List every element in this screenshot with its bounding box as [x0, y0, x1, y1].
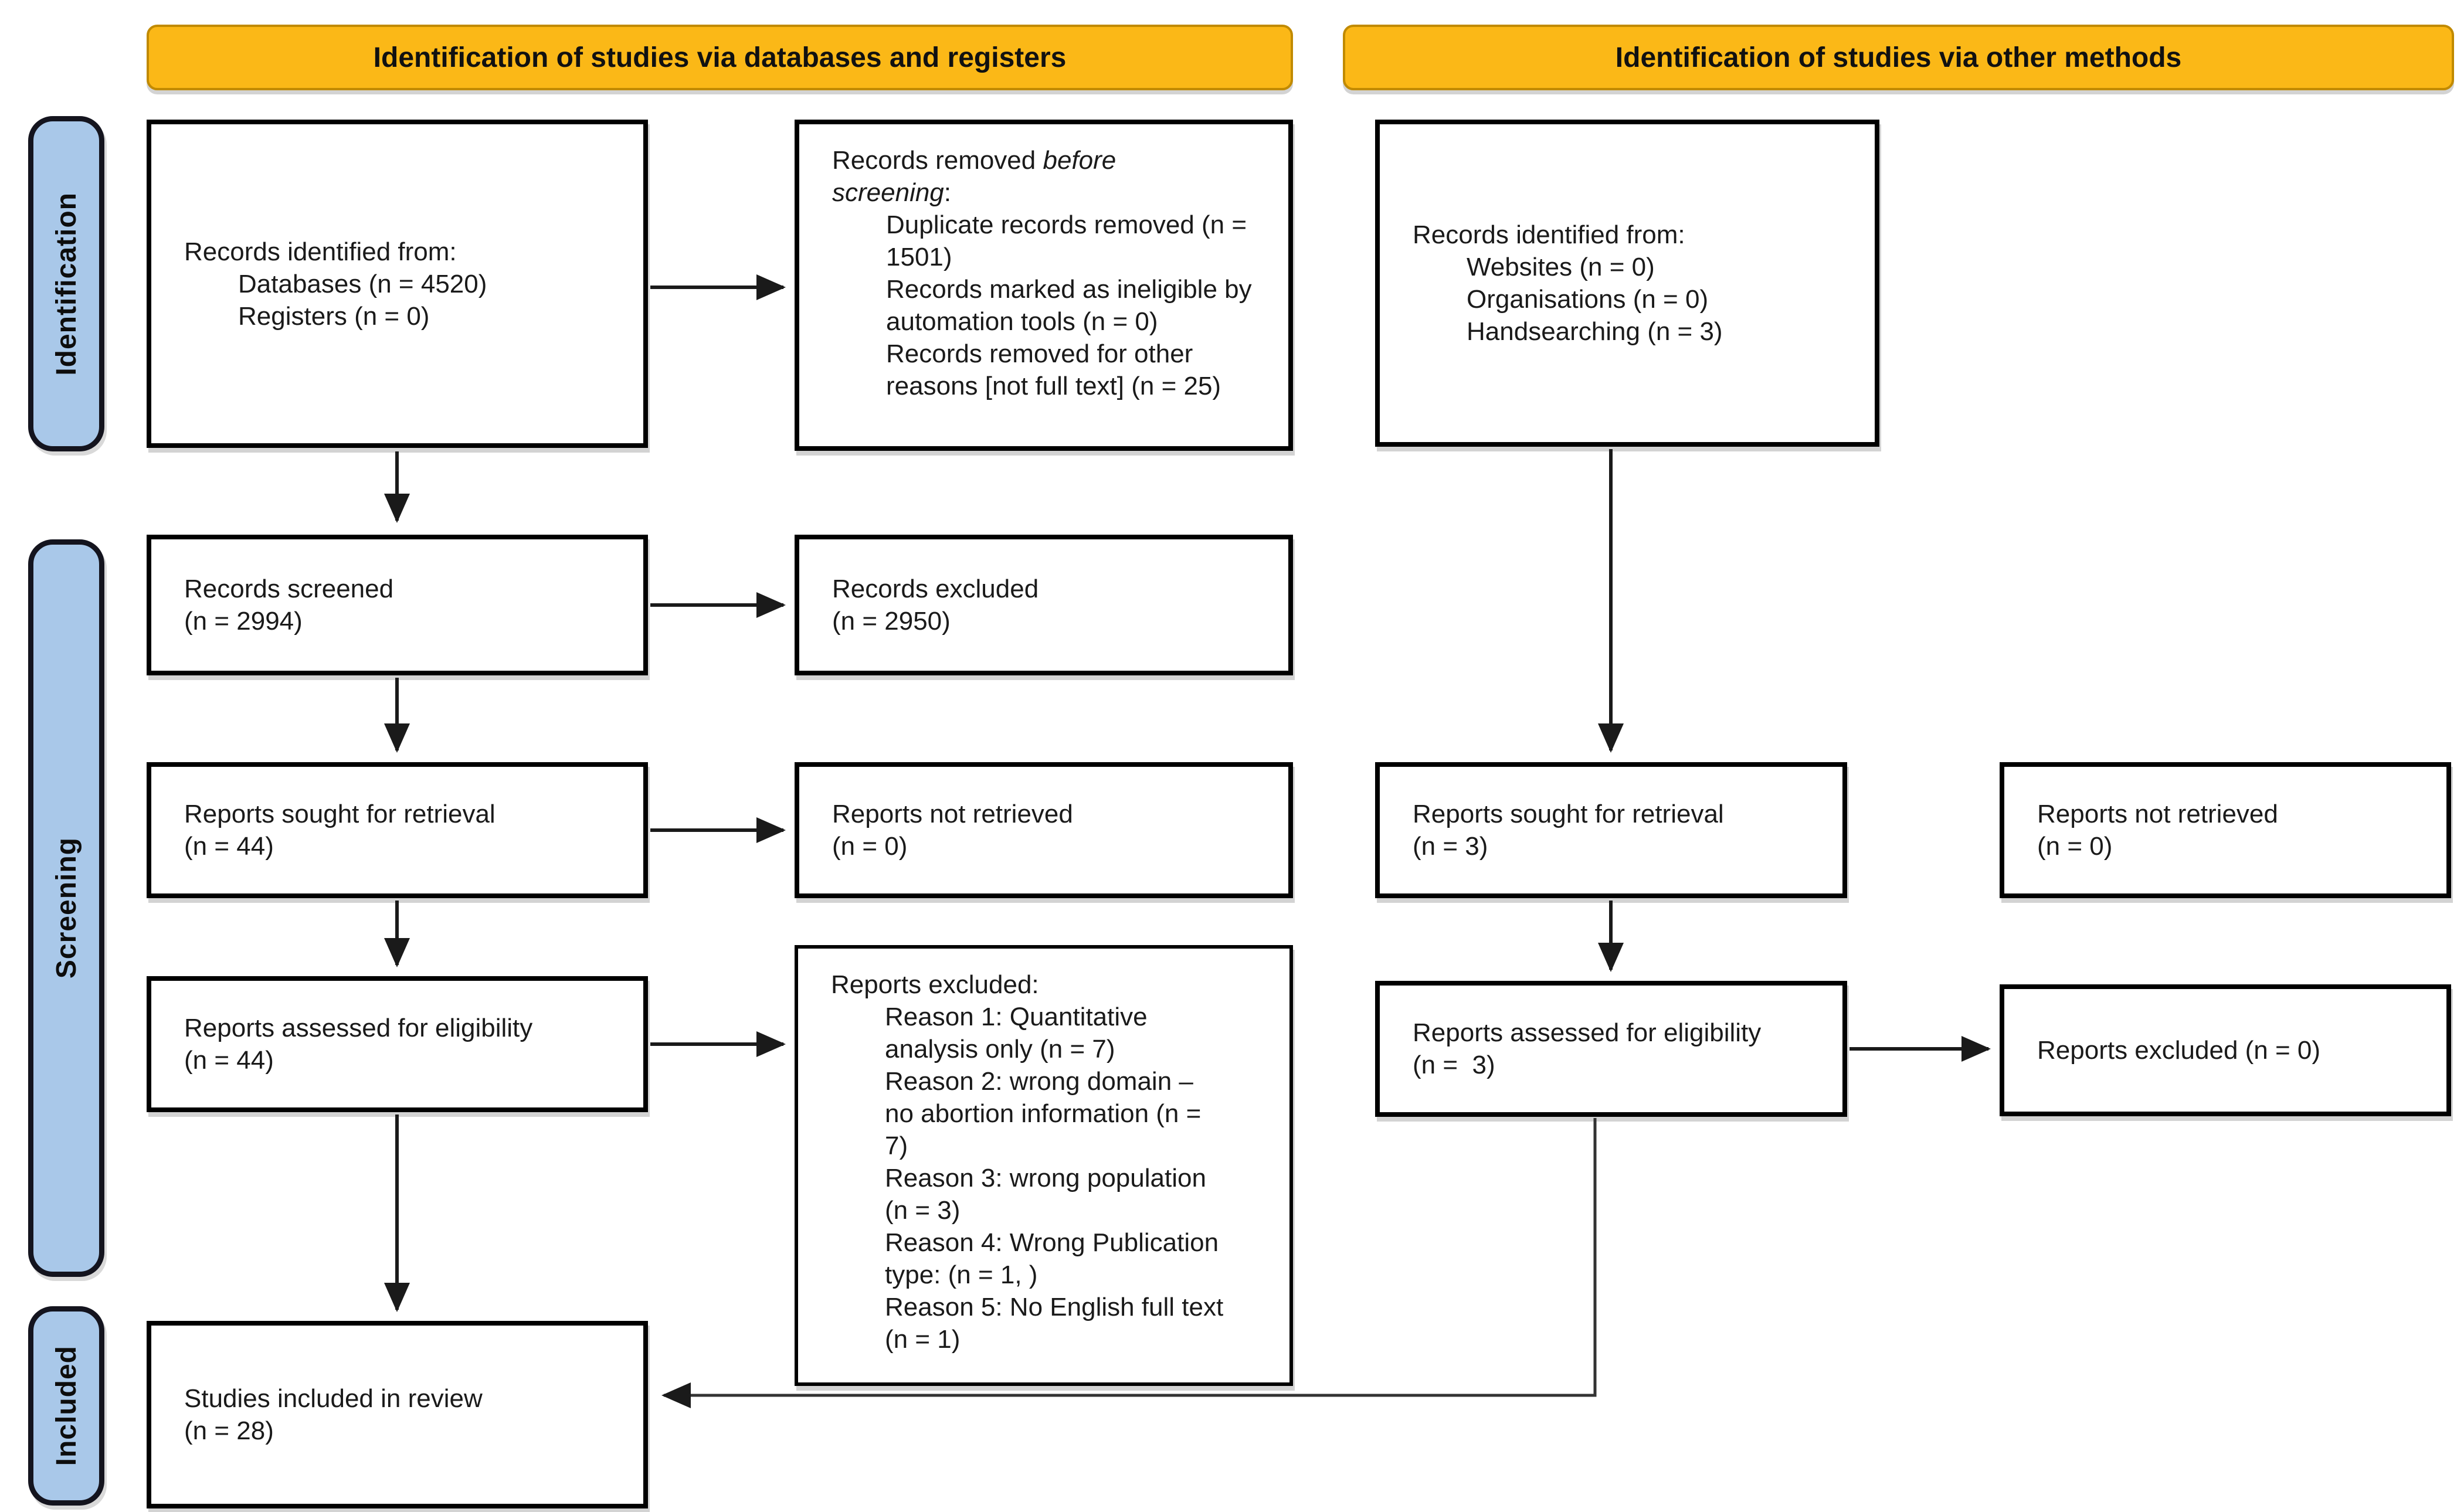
box-title: Records removed before screening:: [832, 146, 1116, 207]
banner-other-methods-label: Identification of studies via other meth…: [1615, 42, 2182, 73]
box-item: Registers (n = 0): [238, 301, 430, 331]
stage-included-text: Included: [50, 1345, 82, 1466]
stage-label-screening: Screening: [28, 539, 104, 1277]
box-text: Reports not retrieved (n = 0): [832, 800, 1073, 861]
box-item: Organisations (n = 0): [1467, 285, 1709, 314]
box-records-removed-before-screening: Records removed before screening: Duplic…: [795, 120, 1293, 451]
stage-label-included: Included: [28, 1306, 104, 1506]
box-title: Records identified from:: [1413, 220, 1685, 249]
box-reports-assessed-other: Reports assessed for eligibility (n = 3): [1375, 981, 1847, 1117]
box-studies-included: Studies included in review (n = 28): [147, 1321, 648, 1508]
stage-identification-text: Identification: [50, 192, 82, 376]
box-reports-sought-other: Reports sought for retrieval (n = 3): [1375, 762, 1847, 898]
box-reports-assessed-databases: Reports assessed for eligibility (n = 44…: [147, 976, 648, 1112]
box-reports-excluded-reasons: Reports excluded: Reason 1: Quantitative…: [795, 945, 1293, 1386]
italic-before-screening: before screening: [832, 146, 1116, 207]
stage-label-identification: Identification: [28, 116, 104, 451]
box-text: Reports assessed for eligibility (n = 3): [1413, 1018, 1762, 1079]
box-records-identified-other: Records identified from: Websites (n = 0…: [1375, 120, 1879, 447]
box-records-screened: Records screened (n = 2994): [147, 535, 648, 675]
box-reports-not-retrieved-databases: Reports not retrieved (n = 0): [795, 762, 1293, 898]
box-text: Reports excluded (n = 0): [2037, 1036, 2321, 1065]
box-text: Records excluded (n = 2950): [832, 575, 1039, 636]
box-item: Reason 5: No English full text (n = 1): [885, 1293, 1224, 1354]
box-text: Reports assessed for eligibility (n = 44…: [184, 1014, 533, 1075]
banner-databases-registers: Identification of studies via databases …: [147, 25, 1293, 90]
banner-other-methods: Identification of studies via other meth…: [1343, 25, 2454, 90]
box-item: Reason 1: Quantitative analysis only (n …: [885, 1003, 1148, 1064]
box-item: Databases (n = 4520): [238, 269, 487, 298]
box-records-excluded: Records excluded (n = 2950): [795, 535, 1293, 675]
box-records-identified-databases: Records identified from: Databases (n = …: [147, 120, 648, 448]
box-title: Records identified from:: [184, 237, 457, 266]
box-item: Reason 4: Wrong Publication type: (n = 1…: [885, 1228, 1219, 1289]
banner-databases-registers-label: Identification of studies via databases …: [373, 42, 1067, 73]
box-text: Reports sought for retrieval (n = 3): [1413, 800, 1724, 861]
box-title: Reports excluded:: [831, 970, 1039, 999]
box-reports-sought-databases: Reports sought for retrieval (n = 44): [147, 762, 648, 898]
box-text: Reports not retrieved (n = 0): [2037, 800, 2278, 861]
box-item: Records removed for other reasons [not f…: [886, 339, 1221, 400]
box-text: Reports sought for retrieval (n = 44): [184, 800, 496, 861]
box-text: Records screened (n = 2994): [184, 575, 394, 636]
box-text: Studies included in review (n = 28): [184, 1384, 483, 1445]
box-item: Handsearching (n = 3): [1467, 317, 1723, 346]
box-reports-excluded-other: Reports excluded (n = 0): [2000, 984, 2451, 1116]
box-item: Reason 3: wrong population (n = 3): [885, 1164, 1206, 1225]
box-item: Duplicate records removed (n = 1501): [886, 210, 1247, 271]
box-reports-not-retrieved-other: Reports not retrieved (n = 0): [2000, 762, 2451, 898]
box-item: Reason 2: wrong domain – no abortion inf…: [885, 1067, 1202, 1160]
box-item: Websites (n = 0): [1467, 253, 1655, 281]
stage-screening-text: Screening: [50, 837, 82, 979]
box-item: Records marked as ineligible by automati…: [886, 275, 1252, 336]
